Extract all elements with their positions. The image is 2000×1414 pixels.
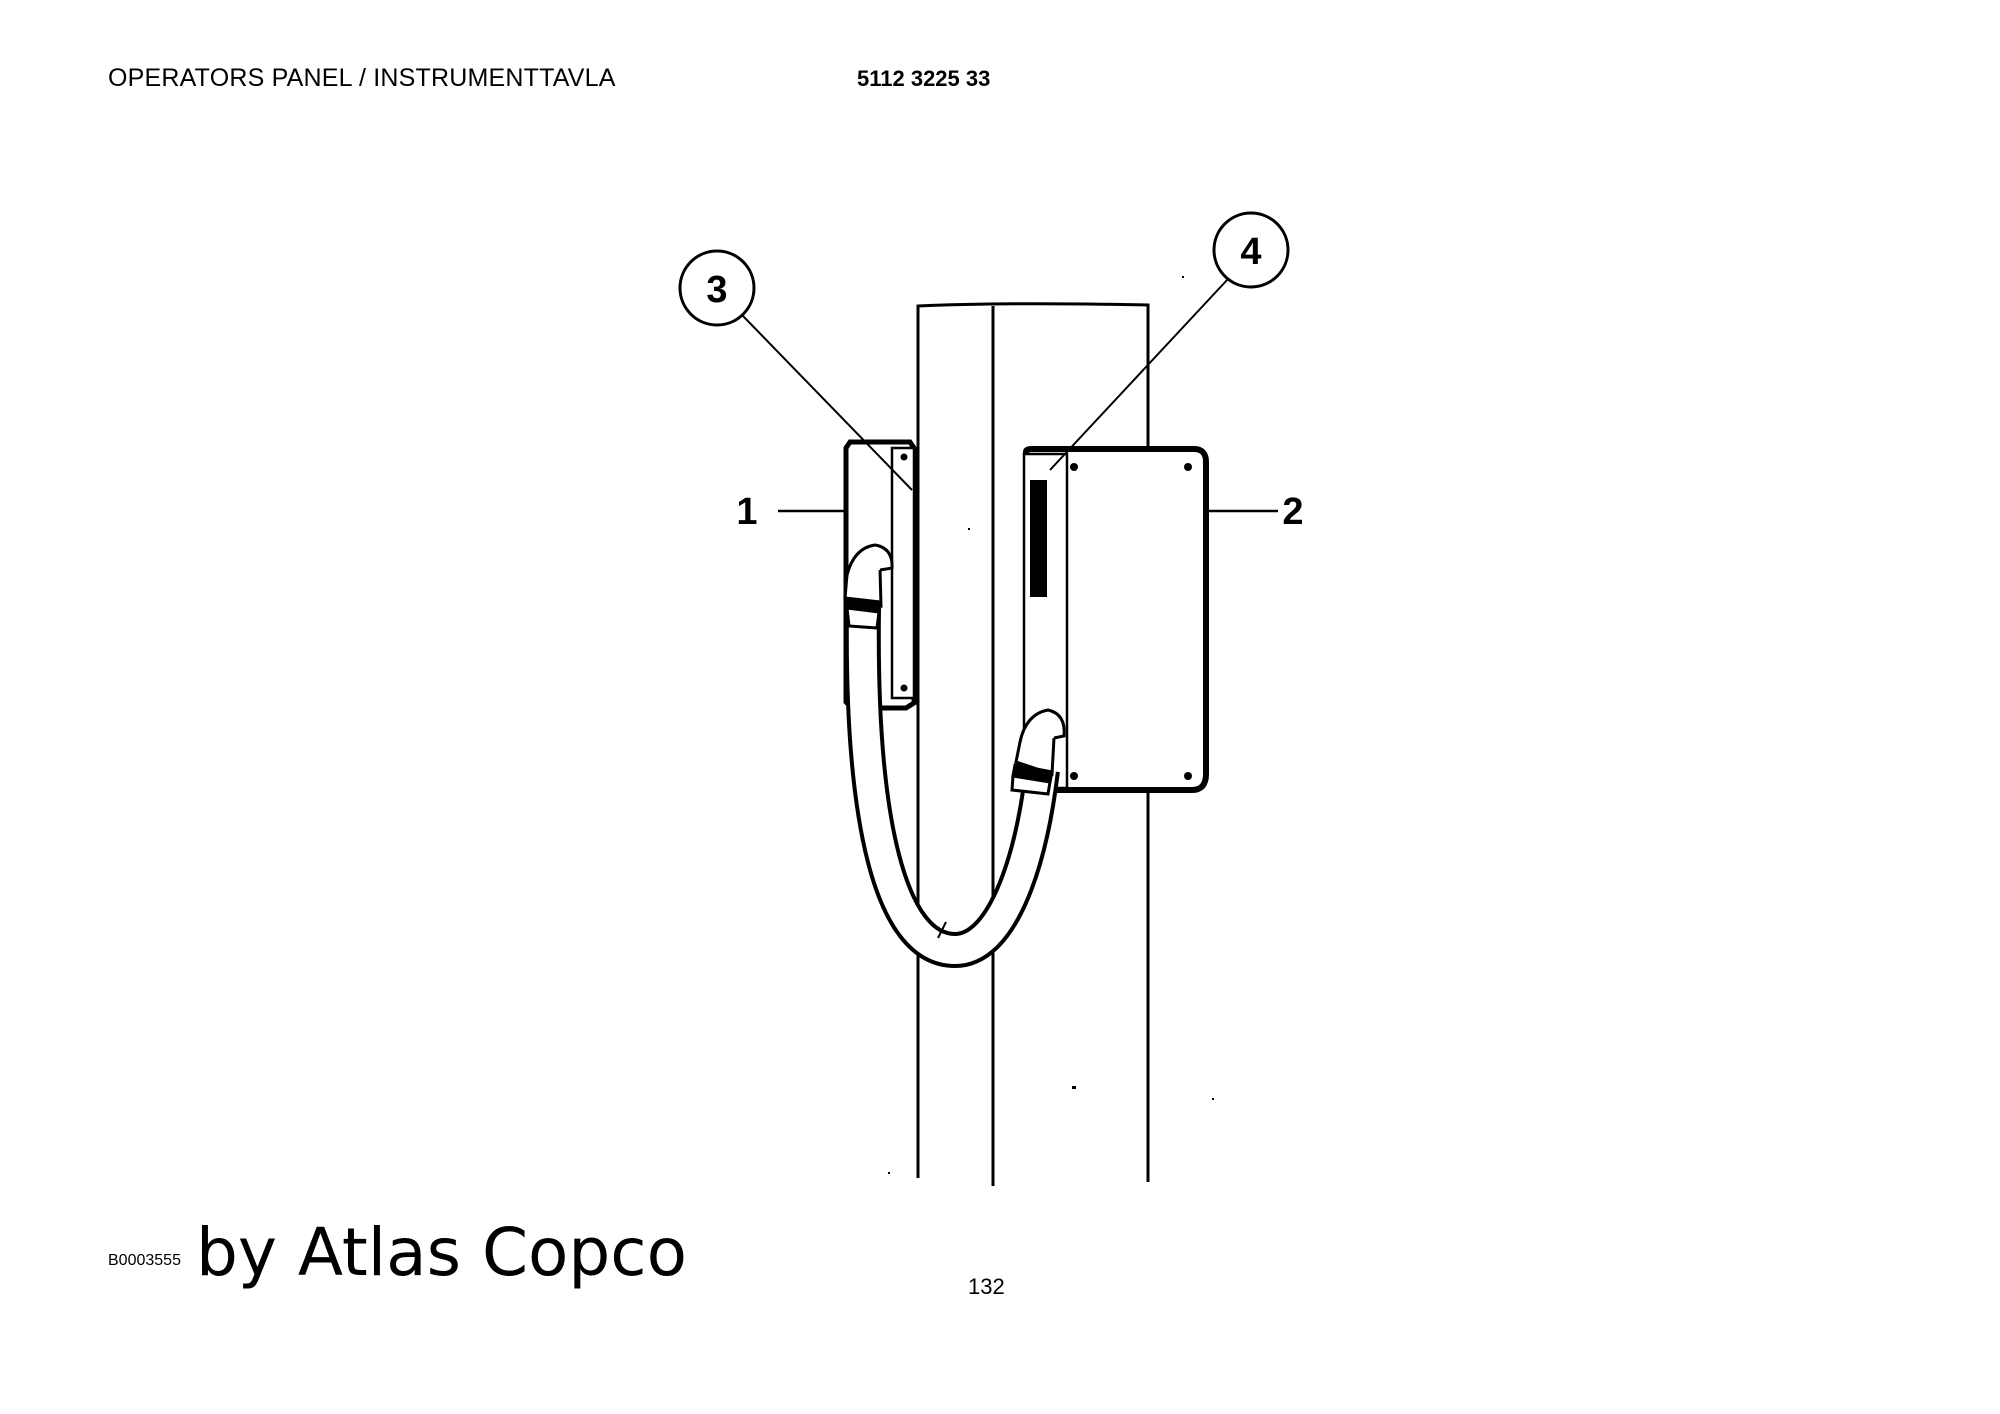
callout-3-circle bbox=[678, 249, 756, 327]
page-title: OPERATORS PANEL / INSTRUMENTTAVLA bbox=[108, 64, 616, 92]
scan-specks bbox=[888, 276, 1214, 1174]
mounting-post bbox=[916, 302, 1150, 1186]
callout-4-circle bbox=[1212, 211, 1290, 289]
drawing-id: B0003555 bbox=[108, 1252, 181, 1269]
callout-2-label: 2 bbox=[1282, 491, 1303, 533]
brand-text: by Atlas Copco bbox=[196, 1214, 687, 1291]
part-number: 5112 3225 33 bbox=[857, 66, 991, 91]
connector-left bbox=[843, 543, 894, 630]
callout-3-leader bbox=[742, 315, 913, 491]
callout-1-label: 1 bbox=[736, 491, 757, 533]
callout-4-leader bbox=[1049, 278, 1229, 471]
connecting-cable bbox=[844, 607, 1060, 969]
callout-3-label: 3 bbox=[706, 269, 727, 311]
connector-right bbox=[1010, 708, 1066, 796]
page-number: 132 bbox=[968, 1274, 1005, 1299]
callout-4-label: 4 bbox=[1240, 231, 1261, 273]
